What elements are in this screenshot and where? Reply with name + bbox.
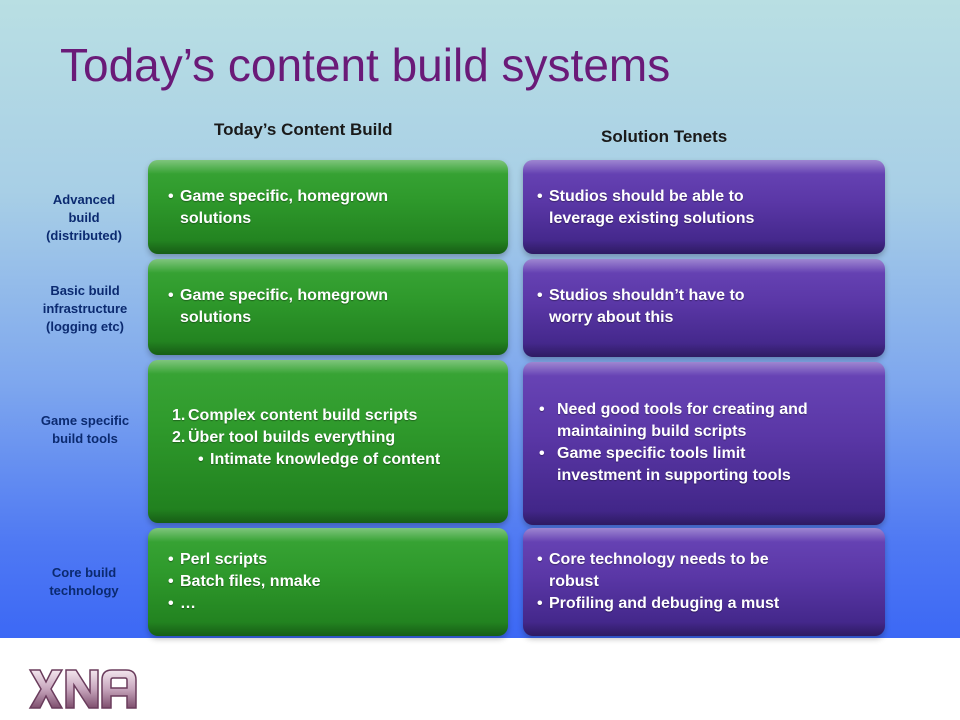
left-column-header: Today’s Content Build [214,120,393,139]
bullet-text: Core technology needs to be [549,551,769,568]
bullet-text: Game specific tools limit [557,445,746,462]
bullet-text-continuation: solutions [180,309,252,326]
numbered-item: Über tool builds everything [188,429,396,446]
bullet-text: Game specific, homegrown [180,287,389,304]
box-tenet-advanced-build: •Studios should be able to leverage exis… [523,160,885,254]
box-current-basic-build: •Game specific, homegrown solutions [148,259,508,355]
xna-logo [28,669,137,709]
bullet-text-continuation: solutions [180,210,252,227]
bullet-text-continuation: robust [549,573,599,590]
box-current-core-build: •Perl scripts •Batch files, nmake •… [148,528,508,636]
box-tenet-game-tools: •Need good tools for creating and mainta… [523,362,885,525]
box-current-game-tools: 1.Complex content build scripts 2.Über t… [148,360,508,523]
sub-bullet-text: Intimate knowledge of content [210,451,441,468]
bullet-text: Perl scripts [180,551,268,568]
bullet-text: Batch files, nmake [180,573,321,590]
bullet-text-continuation: maintaining build scripts [557,423,747,440]
bullet-text-continuation: worry about this [549,309,674,326]
numbered-item: Complex content build scripts [188,407,418,424]
bullet-text: Profiling and debuging a must [549,595,780,612]
box-tenet-basic-build: •Studios shouldn’t have to worry about t… [523,259,885,357]
bullet-text-continuation: investment in supporting tools [557,467,791,484]
box-tenet-core-build: •Core technology needs to be robust •Pro… [523,528,885,636]
bullet-text: Studios should be able to [549,188,744,205]
footer-area [0,638,960,720]
right-column-header: Solution Tenets [601,127,728,146]
bullet-text: Need good tools for creating and [557,401,808,418]
bullet-text-continuation: leverage existing solutions [549,210,755,227]
box-current-advanced-build: •Game specific, homegrown solutions [148,160,508,254]
bullet-text: Game specific, homegrown [180,188,389,205]
bullet-text: … [180,595,196,612]
slide-title: Today’s content build systems [60,39,671,91]
bullet-text: Studios shouldn’t have to [549,287,745,304]
